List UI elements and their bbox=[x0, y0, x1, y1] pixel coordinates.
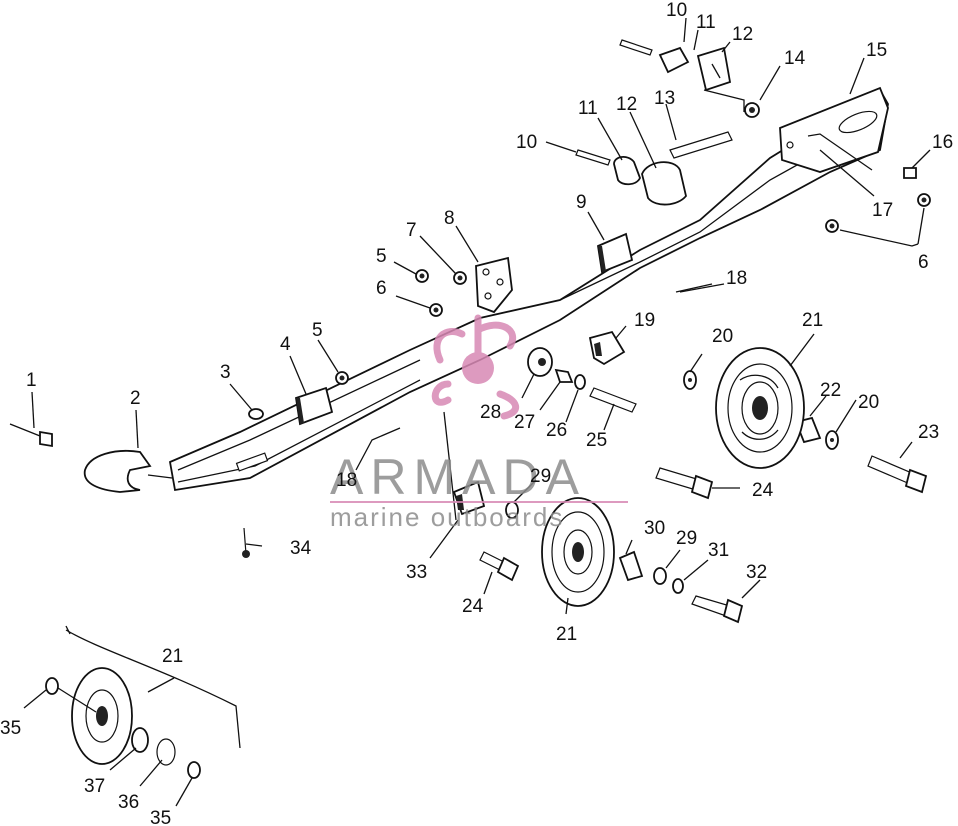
rear-bracket-15 bbox=[779, 86, 889, 173]
callout-27: 27 bbox=[514, 412, 535, 433]
nut-5-upper bbox=[415, 269, 429, 283]
spacer-30 bbox=[618, 550, 644, 582]
bushing-27 bbox=[554, 368, 574, 383]
callout-10b: 10 bbox=[516, 132, 537, 153]
bushing-28 bbox=[527, 347, 553, 377]
idler-wheel-right bbox=[715, 347, 805, 469]
bolt-24-right bbox=[655, 467, 714, 500]
callout-5b: 5 bbox=[376, 246, 387, 267]
callout-3: 3 bbox=[220, 362, 231, 383]
callout-24b: 24 bbox=[462, 596, 484, 617]
bracket-8 bbox=[475, 256, 513, 314]
callout-16: 16 bbox=[932, 132, 953, 153]
idler-wheel-exploded bbox=[45, 625, 241, 779]
callout-22: 22 bbox=[820, 380, 841, 401]
slider-block-4 bbox=[294, 386, 334, 426]
callout-34: 34 bbox=[290, 538, 312, 559]
bolt-10-lower bbox=[575, 149, 611, 166]
pivot-block-33 bbox=[452, 480, 486, 516]
screw-1 bbox=[9, 423, 53, 448]
callout-30: 30 bbox=[644, 518, 665, 539]
callout-29b: 29 bbox=[676, 528, 697, 549]
callout-33: 33 bbox=[406, 562, 427, 583]
callout-17: 17 bbox=[872, 200, 893, 221]
callout-23: 23 bbox=[918, 422, 939, 443]
callout-35b: 35 bbox=[150, 808, 171, 826]
watermark-brand: ARMADA bbox=[330, 449, 586, 505]
bumper-set-upper bbox=[658, 46, 732, 92]
callout-35a: 35 bbox=[0, 718, 21, 739]
washer-20-right bbox=[825, 430, 839, 450]
bumper-set-lower bbox=[613, 156, 687, 206]
callout-5a: 5 bbox=[312, 320, 323, 341]
nut-6-left bbox=[429, 303, 443, 317]
callout-29a: 29 bbox=[530, 466, 551, 487]
callout-20a: 20 bbox=[712, 326, 733, 347]
callout-11b: 11 bbox=[578, 98, 598, 119]
callout-18a: 18 bbox=[726, 268, 747, 289]
callout-12b: 12 bbox=[616, 94, 637, 115]
callout-21b: 21 bbox=[556, 624, 577, 645]
callout-6b: 6 bbox=[918, 252, 929, 273]
pivot-block-19 bbox=[588, 330, 626, 366]
nut-14 bbox=[744, 102, 760, 118]
bolt-34 bbox=[242, 527, 250, 558]
screw-16 bbox=[903, 167, 917, 179]
callout-9: 9 bbox=[576, 192, 587, 213]
bolt-23 bbox=[867, 455, 928, 494]
bolt-25 bbox=[589, 387, 637, 413]
clip-3 bbox=[248, 408, 264, 420]
callout-15: 15 bbox=[866, 40, 887, 61]
callout-20b: 20 bbox=[858, 392, 879, 413]
callout-24a: 24 bbox=[752, 480, 774, 501]
bolt-24-lower bbox=[479, 551, 520, 582]
washer-31 bbox=[672, 578, 684, 594]
callout-31: 31 bbox=[708, 540, 729, 561]
callout-21c: 21 bbox=[162, 646, 183, 667]
washer-26 bbox=[574, 374, 586, 390]
idler-wheel-lower bbox=[541, 497, 615, 607]
callout-12a: 12 bbox=[732, 24, 753, 45]
leader-lines bbox=[23, 17, 931, 807]
watermark-tagline: marine outboards bbox=[330, 502, 564, 532]
callout-7: 7 bbox=[406, 220, 417, 241]
washer-29-lower bbox=[653, 567, 667, 585]
callout-28: 28 bbox=[480, 402, 501, 423]
bolt-10-upper bbox=[619, 39, 653, 56]
slider-block-9 bbox=[597, 232, 634, 274]
callout-37: 37 bbox=[84, 776, 105, 797]
rail-cap bbox=[83, 450, 173, 493]
callout-25: 25 bbox=[586, 430, 607, 451]
callout-13: 13 bbox=[654, 88, 675, 109]
callout-1: 1 bbox=[26, 370, 37, 391]
callout-2: 2 bbox=[130, 388, 141, 409]
callout-26: 26 bbox=[546, 420, 567, 441]
nut-6-right bbox=[825, 219, 839, 233]
callout-10a: 10 bbox=[666, 0, 687, 21]
callout-4: 4 bbox=[280, 334, 291, 355]
nut-5-lower bbox=[335, 371, 349, 385]
watermark-emblem-icon bbox=[431, 314, 519, 420]
watermark: ARMADA marine outboards bbox=[330, 314, 628, 532]
callout-6a: 6 bbox=[376, 278, 387, 299]
callout-18b: 18 bbox=[336, 470, 357, 491]
callout-32: 32 bbox=[746, 562, 767, 583]
washer-20-left bbox=[683, 370, 697, 390]
bolt-13 bbox=[669, 131, 733, 159]
callout-8: 8 bbox=[444, 208, 455, 229]
callout-11a: 11 bbox=[696, 12, 716, 33]
bolt-32 bbox=[691, 595, 744, 624]
nut-6-far-right bbox=[917, 193, 931, 207]
callout-14: 14 bbox=[784, 48, 806, 69]
callout-36: 36 bbox=[118, 792, 139, 813]
callout-21a: 21 bbox=[802, 310, 823, 331]
callout-19: 19 bbox=[634, 310, 655, 331]
nut-7 bbox=[453, 271, 467, 285]
